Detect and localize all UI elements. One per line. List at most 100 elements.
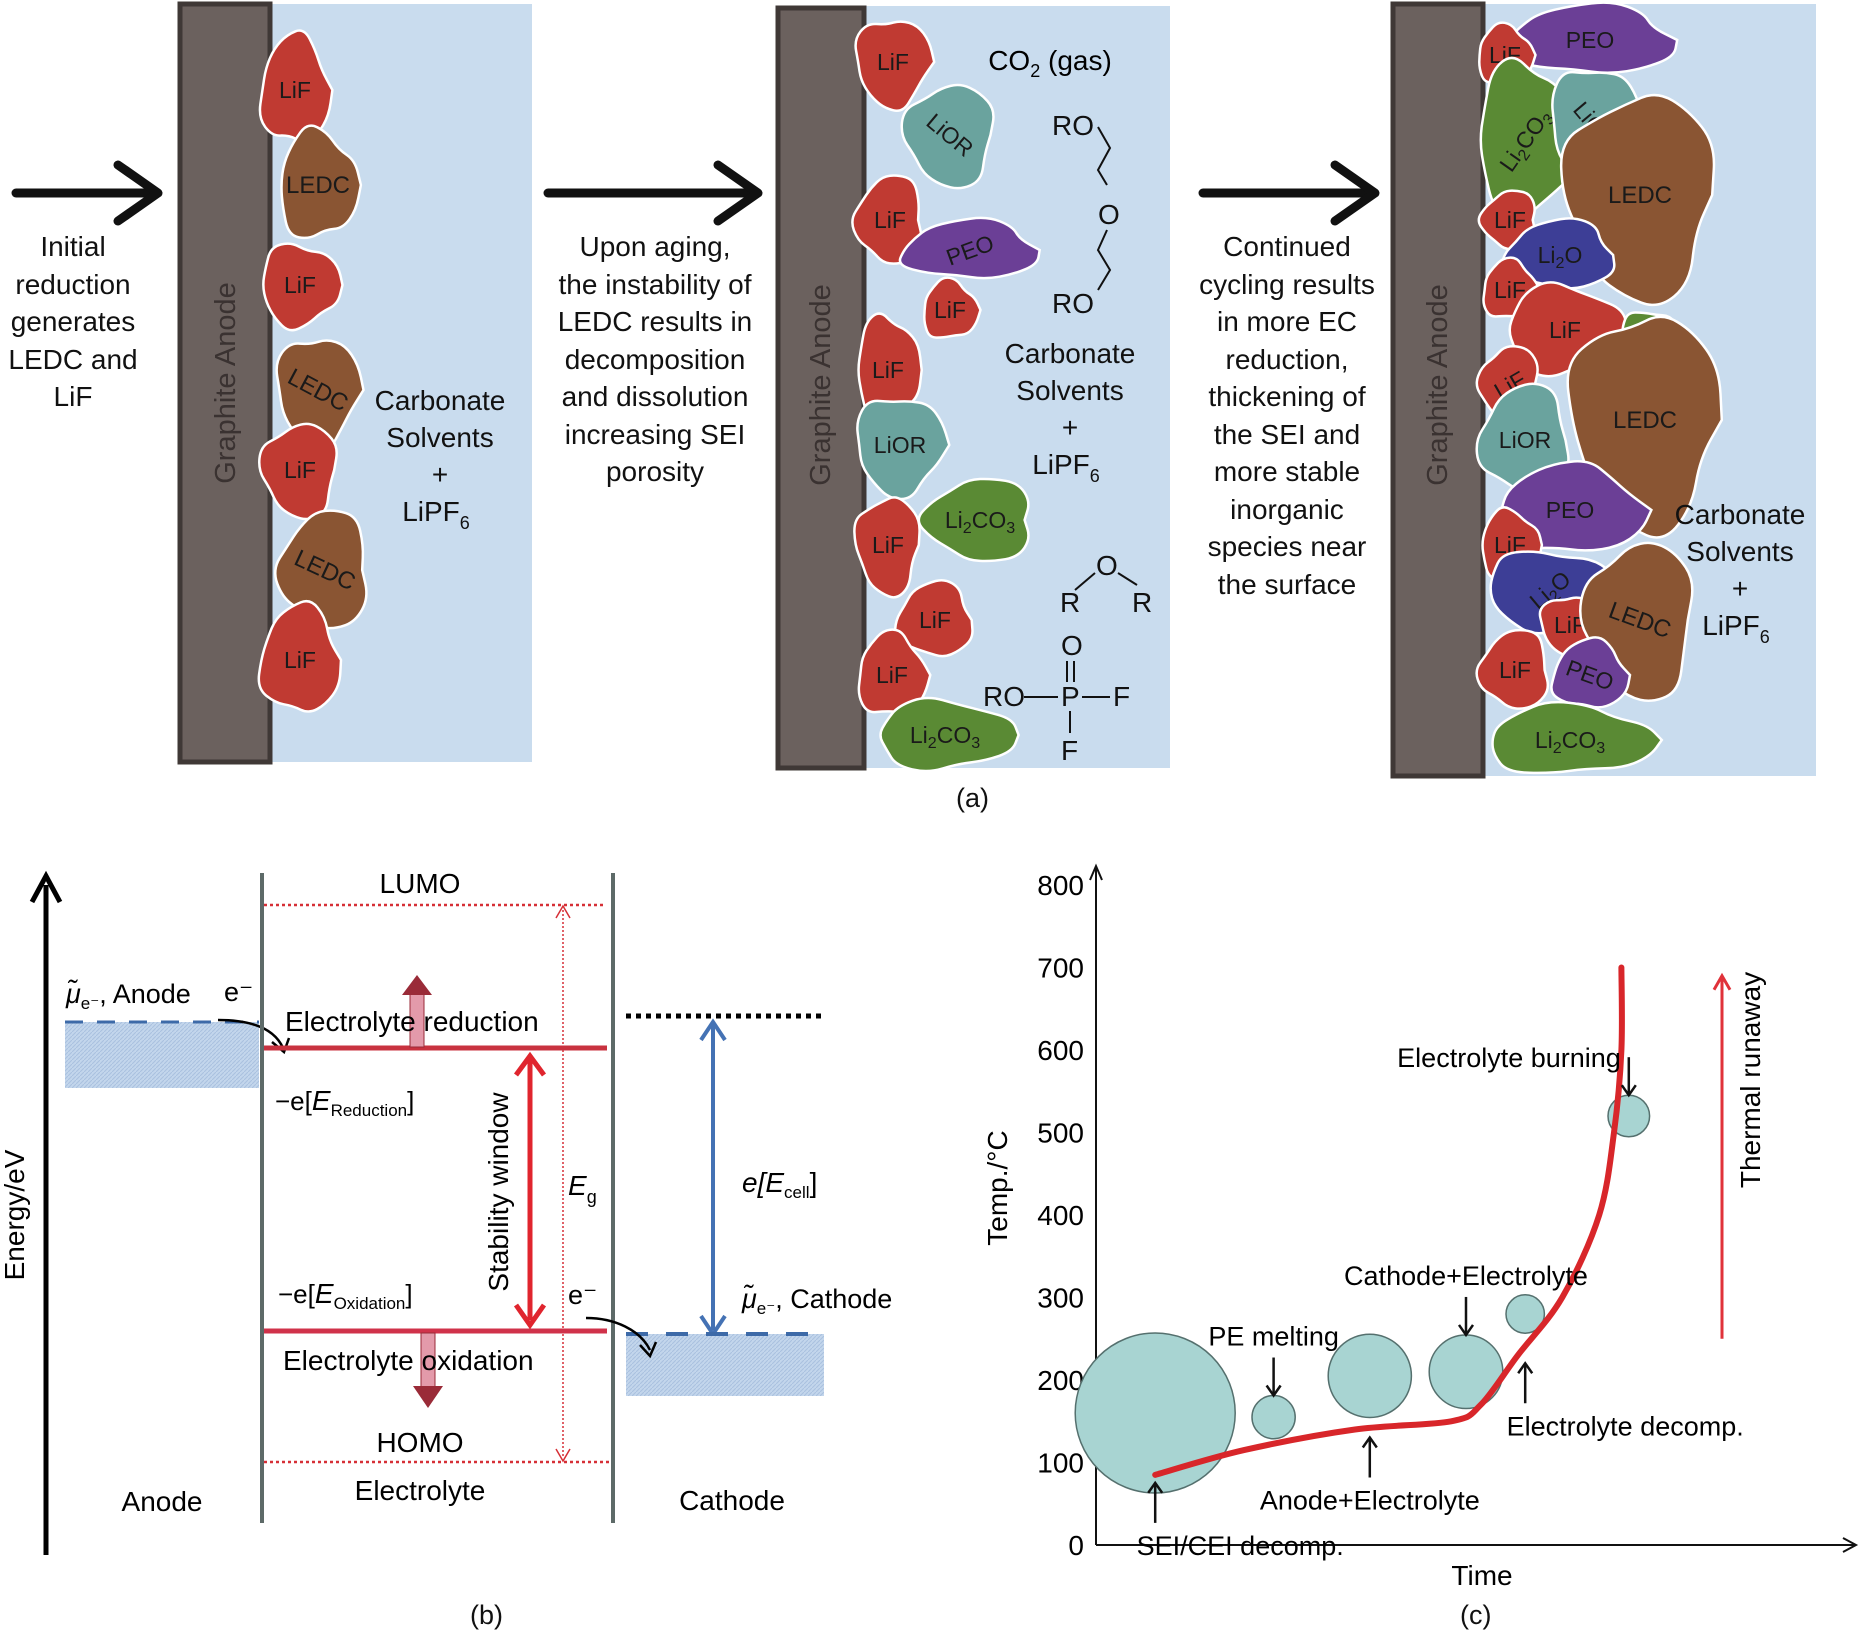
- cathode-mu-label: μ̃e⁻, Cathode: [741, 1283, 892, 1318]
- subscript: 6: [460, 513, 470, 533]
- svg-text:LiPF6: LiPF6: [1032, 449, 1100, 486]
- particle-label: LiF: [919, 607, 951, 633]
- stability-window-arrow: [513, 1051, 547, 1330]
- particle-label: Li2CO3: [1535, 727, 1605, 757]
- stability-window-label: Stability window: [483, 1092, 514, 1292]
- particle-label: LiF: [284, 647, 316, 673]
- panel-label-b: (b): [470, 1600, 503, 1630]
- particle-label: LiF: [1499, 657, 1531, 683]
- anode-label: Graphite Anode: [1422, 284, 1454, 486]
- particle-label: PEO: [1566, 27, 1615, 53]
- svg-text:LiPF6: LiPF6: [1702, 610, 1770, 647]
- anode-label: Anode: [122, 1486, 203, 1517]
- particle-label: LiF: [284, 272, 316, 298]
- cell-voltage-arrow: [699, 1018, 727, 1338]
- y-tick-label: 100: [1037, 1448, 1084, 1479]
- y-tick-label: 300: [1037, 1283, 1084, 1314]
- salt-formula: LiPF: [1032, 449, 1090, 480]
- graphite-anode: [775, 5, 867, 771]
- oxidation-arrow-icon: [413, 1332, 443, 1408]
- particle-li2co3: Li2CO3: [879, 696, 1020, 773]
- y-axis-arrow-icon: [1089, 863, 1103, 881]
- particle-label: LiF: [877, 49, 909, 75]
- temperature-curve: [1152, 964, 1625, 1478]
- reduction-arrow-icon: [402, 975, 432, 1048]
- arrow-right-icon: [543, 160, 763, 226]
- anode-electron: e⁻: [224, 977, 253, 1007]
- x-axis-arrow-icon: [1842, 1537, 1859, 1553]
- panel-a-sei-evolution: Graphite Anode LiFLEDCLiFLEDCLiFLEDCLiF …: [11, 1, 1816, 779]
- cathode-electron: e⁻: [568, 1280, 597, 1310]
- ether-structure: O R R: [1060, 550, 1152, 618]
- particle-label: LiF: [934, 297, 966, 323]
- struct-atom: F: [1061, 735, 1078, 766]
- thermal-runaway-label: Thermal runaway: [1735, 972, 1766, 1188]
- struct-atom: R: [1132, 587, 1152, 618]
- graphite-anode: [1390, 1, 1486, 779]
- y-tick-label: 500: [1037, 1118, 1084, 1149]
- eg-label: Eg: [568, 1170, 597, 1207]
- event-label: Cathode+Electrolyte: [1344, 1261, 1588, 1291]
- event-label: SEI/CEI decomp.: [1137, 1531, 1344, 1561]
- struct-atom: RO: [1052, 288, 1094, 319]
- event-label: Electrolyte burning: [1397, 1043, 1621, 1073]
- electrolyte-label: Electrolyte: [355, 1475, 486, 1506]
- particle-lif: LiF: [854, 20, 936, 112]
- stage-1-initial: Graphite Anode LiFLEDCLiFLEDCLiFLEDCLiF …: [177, 1, 532, 765]
- particle-li2co3: Li2CO3: [1491, 700, 1664, 775]
- panel-label-c: (c): [1460, 1600, 1492, 1630]
- solvent-text: Carbonate Solvents + LiPF6: [1005, 338, 1136, 486]
- particle-lior: LiOR: [856, 399, 951, 501]
- reduction-label: Electrolyte reduction: [285, 1006, 539, 1037]
- glyme-structure: RO O RO: [1052, 110, 1120, 319]
- energy-axis: [29, 870, 63, 1555]
- solvent-line: Carbonate: [375, 385, 506, 416]
- particle-ledc: LEDC: [275, 339, 365, 451]
- co2-label: CO: [988, 45, 1030, 76]
- particle-label: PEO: [1546, 497, 1595, 523]
- solvent-text: Carbonate Solvents + LiPF6: [375, 385, 506, 533]
- particle-peo: PEO: [1550, 636, 1632, 709]
- subscript: 2: [1030, 61, 1040, 81]
- particle-label: Li2CO3: [910, 722, 980, 752]
- particle-peo: PEO: [898, 216, 1042, 280]
- reaction-bubble: [1074, 1332, 1236, 1494]
- arrow-right-icon: [1198, 160, 1380, 226]
- y-tick-label: 700: [1037, 953, 1084, 984]
- y-tick-label: 800: [1037, 870, 1084, 901]
- svg-text:CO2 (gas): CO2 (gas): [988, 45, 1112, 81]
- particle-lif: LiF: [258, 422, 338, 521]
- subscript: 6: [1760, 627, 1770, 647]
- svg-text:LiPF6: LiPF6: [402, 496, 470, 533]
- y-tick-label: 600: [1037, 1035, 1084, 1066]
- anode-mu-label: μ̃e⁻, Anode: [65, 978, 191, 1013]
- reaction-bubble: [1505, 1294, 1546, 1334]
- solvent-line: +: [1062, 412, 1078, 443]
- solvent-line: +: [432, 459, 448, 490]
- oxidation-label: Electrolyte oxidation: [283, 1345, 534, 1376]
- event-label: Electrolyte decomp.: [1507, 1411, 1744, 1441]
- reaction-bubble: [1251, 1394, 1296, 1440]
- arrow-right-icon: [11, 160, 163, 226]
- particle-label: LiF: [284, 457, 316, 483]
- particle-lif: LiF: [857, 628, 932, 714]
- particle-label: LEDC: [286, 172, 350, 199]
- particle-label: LiF: [1549, 317, 1581, 343]
- anode-label: Graphite Anode: [210, 282, 242, 484]
- solvent-line: Solvents: [1016, 375, 1123, 406]
- gas-suffix: (gas): [1040, 45, 1112, 76]
- solvent-text: Carbonate Solvents + LiPF6: [1675, 499, 1806, 647]
- y-axis-label: Temp./°C: [982, 1130, 1013, 1245]
- struct-atom: O: [1061, 630, 1083, 661]
- oxidation-potential: −e[EOxidation]: [278, 1278, 413, 1313]
- particle-lif: LiF: [262, 242, 344, 332]
- cell-voltage-label: e[Ecell]: [742, 1167, 817, 1202]
- struct-atom: R: [1060, 587, 1080, 618]
- solvent-line: Carbonate: [1675, 499, 1806, 530]
- stage-3-cycling: Graphite Anode PEOLiFLi2CO3LiORLEDCLiFLi…: [1390, 1, 1816, 779]
- solvent-line: Solvents: [1686, 536, 1793, 567]
- struct-atom: RO: [983, 681, 1025, 712]
- particle-label: LiOR: [1499, 427, 1551, 453]
- particle-label: Li2CO3: [945, 507, 1015, 537]
- fluorophosphate-structure: O RO P F F: [983, 630, 1130, 766]
